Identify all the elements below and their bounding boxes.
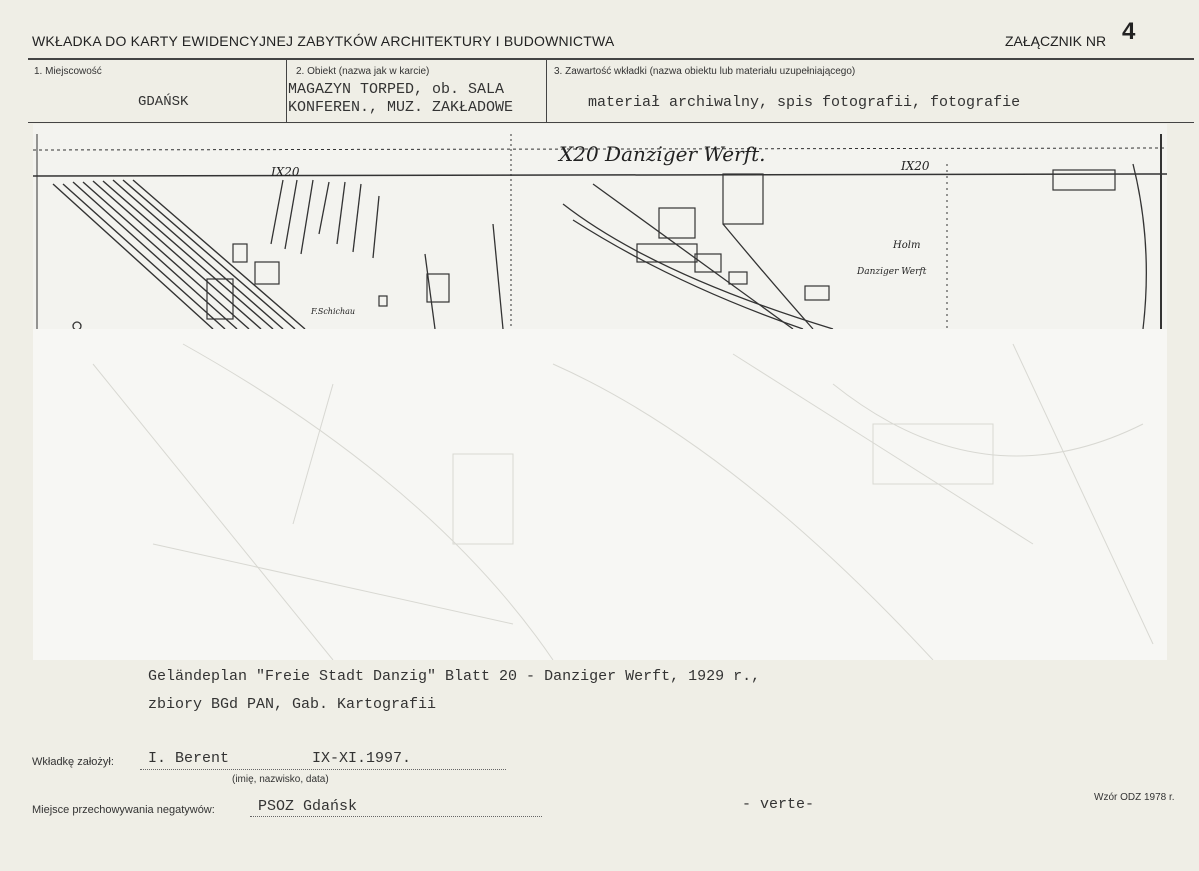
field-divider-1 bbox=[286, 60, 287, 122]
storage-label: Miejsce przechowywania negatywów: bbox=[32, 804, 215, 816]
place-value: GDAŃSK bbox=[138, 94, 189, 110]
map-marker-right: IX20 bbox=[900, 159, 930, 173]
annex-label: ZAŁĄCZNIK NR bbox=[1005, 33, 1107, 49]
content-label: 3. Zawartość wkładki (nazwa obiektu lub … bbox=[554, 66, 856, 77]
map-image: X20 Danziger Werft. IX20 IX20 Holm Danzi… bbox=[33, 124, 1167, 660]
map-marker-left: IX20 bbox=[270, 165, 300, 179]
storage-value: PSOZ Gdańsk bbox=[258, 798, 358, 815]
place-label: 1. Miejscowość bbox=[34, 66, 102, 77]
storage-dotted-line bbox=[250, 816, 542, 817]
author-label: Wkładkę założył: bbox=[32, 756, 114, 768]
content-value: materiał archiwalny, spis fotografii, fo… bbox=[588, 94, 1021, 111]
author-dotted-line bbox=[140, 769, 506, 770]
map-label-schichau: F.Schichau bbox=[310, 307, 355, 316]
header-rule bbox=[28, 58, 1194, 60]
object-value-line2: KONFEREN., MUZ. ZAKŁADOWE bbox=[288, 99, 514, 116]
caption-line2: zbiory BGd PAN, Gab. Kartografii bbox=[148, 696, 437, 713]
field-divider-2 bbox=[546, 60, 547, 122]
author-hint: (imię, nazwisko, data) bbox=[232, 774, 329, 785]
fields-bottom-rule bbox=[28, 122, 1194, 123]
map-drawing: X20 Danziger Werft. IX20 IX20 Holm Danzi… bbox=[33, 124, 1167, 660]
author-value: I. Berent bbox=[148, 750, 230, 767]
card-title: WKŁADKA DO KARTY EWIDENCYJNEJ ZABYTKÓW A… bbox=[32, 33, 615, 49]
annex-number: 4 bbox=[1122, 18, 1136, 45]
map-label-holm: Holm bbox=[892, 240, 920, 251]
form-id: Wzór ODZ 1978 r. bbox=[1094, 792, 1175, 803]
caption-line1: Geländeplan "Freie Stadt Danzig" Blatt 2… bbox=[148, 668, 761, 685]
date-value: IX-XI.1997. bbox=[312, 750, 412, 767]
object-value-line1: MAGAZYN TORPED, ob. SALA bbox=[288, 81, 505, 98]
map-label-werft: Danziger Werft bbox=[856, 267, 927, 277]
verte-note: - verte- bbox=[742, 796, 815, 813]
object-label: 2. Obiekt (nazwa jak w karcie) bbox=[296, 66, 430, 77]
map-title: X20 Danziger Werft. bbox=[557, 142, 766, 166]
